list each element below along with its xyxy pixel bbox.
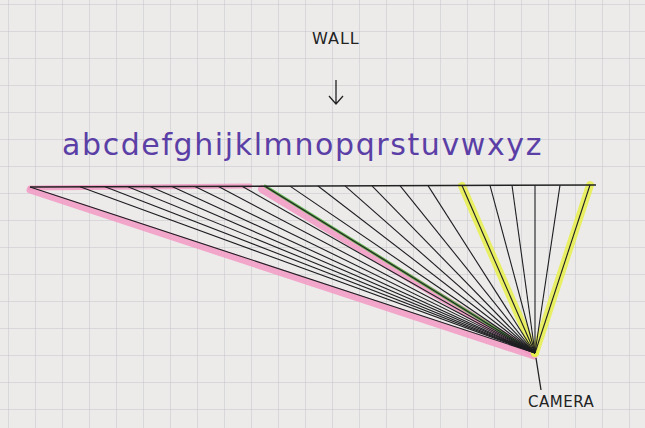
pink-highlight	[30, 190, 534, 356]
sight-lines	[30, 185, 590, 353]
sight-line	[512, 185, 535, 353]
sight-line	[290, 186, 535, 353]
sight-line	[318, 186, 535, 353]
sight-line	[195, 186, 535, 353]
yellow-highlight	[535, 185, 590, 353]
sight-line	[490, 185, 535, 353]
sight-line	[265, 186, 535, 353]
sight-line	[400, 186, 535, 353]
sight-line	[372, 186, 535, 353]
sight-line	[462, 185, 535, 353]
sight-line	[242, 186, 535, 353]
wall-line	[30, 185, 596, 187]
highlighter-marks	[30, 185, 590, 356]
wall-arrow	[329, 80, 343, 104]
alphabet-label: abcdefghijklmnopqrstuvwxyz	[62, 128, 543, 161]
leader-line	[536, 358, 541, 390]
sight-line	[535, 185, 590, 353]
camera-label: CAMERA	[528, 394, 594, 411]
wall-label: WALL	[312, 30, 360, 48]
sight-line	[218, 186, 535, 353]
sight-line	[105, 187, 535, 353]
sight-line	[30, 187, 535, 353]
sight-line	[150, 187, 535, 353]
sight-line	[172, 186, 535, 353]
sight-line	[345, 186, 535, 353]
sight-line	[428, 186, 535, 353]
sight-line	[534, 185, 535, 353]
sight-line	[80, 187, 535, 353]
sight-line	[535, 185, 560, 353]
